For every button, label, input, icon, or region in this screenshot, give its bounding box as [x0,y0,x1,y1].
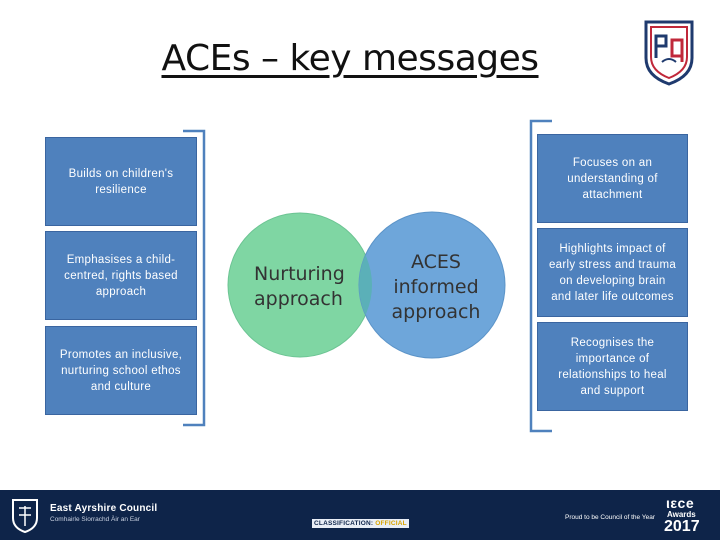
council-tagline: Comhairle Siorrachd Àir an Ear [50,516,140,523]
key-message-resilience: Builds on children's resilience [45,137,197,226]
key-message-text: Emphasises a child-centred, rights based… [64,253,178,298]
right-bracket [529,119,552,433]
classification-level: OFFICIAL [375,520,407,527]
key-message-child-centred: Emphasises a child-centred, rights based… [45,231,197,320]
key-message-inclusive-ethos: Promotes an inclusive, nurturing school … [45,326,197,415]
award-word: Awards [667,510,696,519]
key-message-early-stress: Highlights impact of early stress and tr… [537,228,688,317]
left-bracket [183,129,206,427]
award-logo: ιεсе [666,495,695,511]
footer-bar: East Ayrshire Council Comhairle Siorrach… [0,490,720,540]
key-message-text: Focuses on an understanding of attachmen… [567,156,658,201]
key-message-text: Recognises the importance of relationshi… [558,336,667,397]
page-title: ACEs – key messages [161,38,539,79]
key-message-text: Builds on children's resilience [68,167,174,196]
classification-label: CLASSIFICATION: OFFICIAL [312,519,409,528]
key-message-text: Highlights impact of early stress and tr… [548,242,677,303]
key-message-attachment: Focuses on an understanding of attachmen… [537,134,688,223]
school-crest-logo [644,20,694,86]
nurturing-approach-label: Nurturing approach [254,263,345,310]
aces-informed-approach-label: ACES informed approach [391,251,481,323]
award-year: 2017 [664,518,700,535]
council-crest-icon [12,499,38,534]
award-label: Proud to be Council of the Year [565,514,655,521]
key-message-text: Promotes an inclusive, nurturing school … [59,348,183,393]
key-message-relationships: Recognises the importance of relationshi… [537,322,688,411]
council-name: East Ayrshire Council [50,503,158,514]
